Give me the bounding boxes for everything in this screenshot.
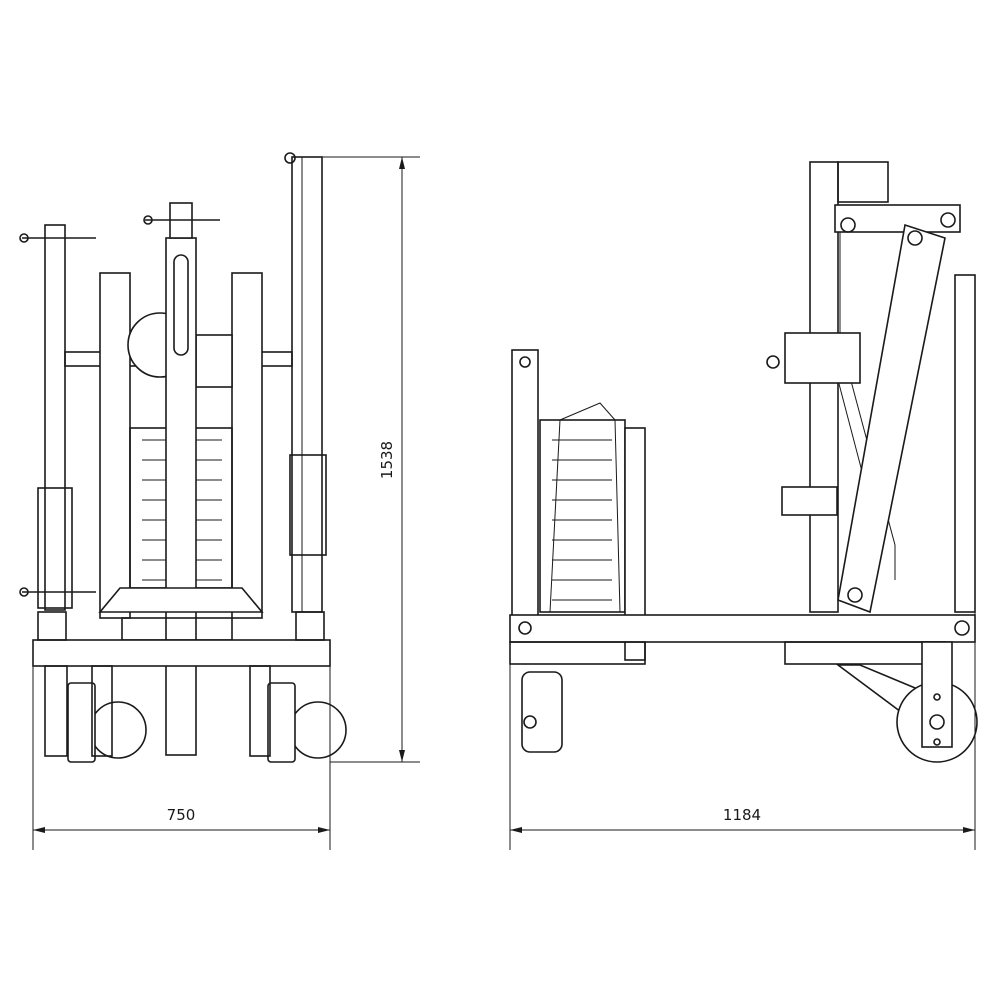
- base-beam: [509, 614, 976, 643]
- right-mast: [291, 156, 323, 613]
- winch-gearbox: [195, 334, 233, 388]
- handle-knob-icon: [19, 233, 29, 243]
- rear-post: [511, 349, 539, 641]
- dimension-label-1538: 1538: [378, 441, 396, 479]
- wing-nut-icon: [284, 152, 296, 164]
- hook-chain: [173, 254, 189, 356]
- left-mast: [44, 224, 66, 611]
- front-post: [954, 274, 976, 613]
- front-view: [19, 152, 347, 763]
- top-head: [834, 204, 961, 233]
- side-view: [509, 161, 978, 763]
- dimension-label-1184: 1184: [723, 806, 761, 824]
- handle-knob-icon: [143, 215, 153, 225]
- board: [624, 427, 646, 661]
- dimension-label-750: 750: [167, 806, 196, 824]
- dimension-length-side: 1184: [509, 612, 976, 850]
- dimension-width-front: 750: [32, 666, 331, 850]
- handle-knob-icon: [19, 587, 29, 597]
- main-mast: [809, 161, 839, 613]
- rear-wheel: [521, 671, 563, 753]
- winch: [784, 332, 861, 384]
- caster-wheel: [289, 701, 347, 759]
- wheel-left: [67, 682, 96, 763]
- wheel-right: [267, 682, 296, 763]
- diagonal-arm: [837, 223, 946, 614]
- dimension-height: 1538: [320, 156, 420, 763]
- caster-wheel: [89, 701, 147, 759]
- inner-column-left: [99, 272, 131, 619]
- base-frame: [32, 639, 331, 667]
- center-mast: [165, 237, 197, 756]
- base-plate: [98, 587, 264, 613]
- pulley-icon: [840, 217, 856, 233]
- inner-column-right: [231, 272, 263, 619]
- pulley-icon: [940, 212, 956, 228]
- stacked-seats: [539, 402, 626, 613]
- pulley-icon: [907, 230, 923, 246]
